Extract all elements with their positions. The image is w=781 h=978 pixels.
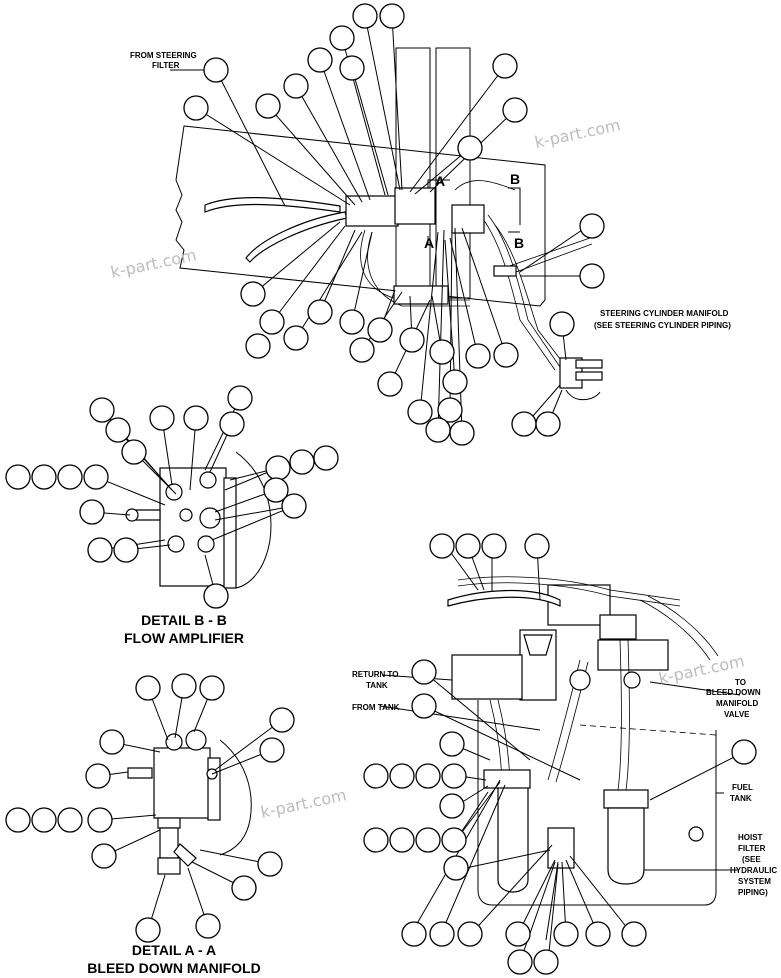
section-a-top-marker: A [435,173,445,189]
to-bleed-down-label-line3: MANIFOLD [716,699,758,708]
hoist-filter-label-line3: (SEE [742,855,761,864]
tank-callout-bubbles [363,533,757,975]
steering-cylinder-manifold-label-line2: (SEE STEERING CYLINDER PIPING) [594,321,731,330]
detail-a-callout-bubbles [5,673,295,943]
top-assembly [175,47,603,401]
detail-b-callout-bubbles [5,385,339,609]
detail-b-title: DETAIL B - B [141,612,227,628]
hoist-filter-label-line5: SYSTEM [738,877,771,886]
fuel-tank-label-line2: TANK [730,794,752,803]
steering-cylinder-manifold-label-line1: STEERING CYLINDER MANIFOLD [600,309,729,318]
to-bleed-down-label-line1: TO [735,678,746,687]
fuel-tank-label-line1: FUEL [732,783,753,792]
detail-a-title: DETAIL A - A [132,942,216,958]
watermark-2: k-part.com [109,245,198,282]
to-bleed-down-label-line2: BLEED DOWN [706,688,761,697]
detail-a-subtitle: BLEED DOWN MANIFOLD [87,960,260,976]
top-leader-lines [170,15,592,434]
to-bleed-down-label-line4: VALVE [724,710,750,719]
hoist-filter-label-line2: FILTER [738,844,766,853]
hoist-filter-label-line1: HOIST [738,833,763,842]
watermark-4: k-part.com [259,785,348,822]
from-tank-label: FROM TANK [352,703,400,712]
top-callout-bubbles [183,3,605,446]
hoist-filter-label-line4: HYDRAULIC [730,866,777,875]
watermark-1: k-part.com [533,115,622,152]
from-steering-filter-label-line1: FROM STEERING [130,51,197,60]
detail-b-subtitle: FLOW AMPLIFIER [124,630,244,646]
from-steering-filter-label-line2: FILTER [152,61,180,70]
section-b-bottom-marker: B [514,235,524,251]
watermark-3: k-part.com [657,651,746,688]
detail-b-flow-amplifier [125,451,272,589]
section-b-top-marker: B [510,171,520,187]
section-a-bottom-marker: A [424,235,434,251]
detail-a-bleed-down-manifold [127,729,252,875]
tank-assembly [447,576,719,906]
hoist-filter-label-line6: PIPING) [738,888,768,897]
return-to-tank-label-line1: RETURN TO [352,670,399,679]
return-to-tank-label-line2: TANK [366,681,388,690]
